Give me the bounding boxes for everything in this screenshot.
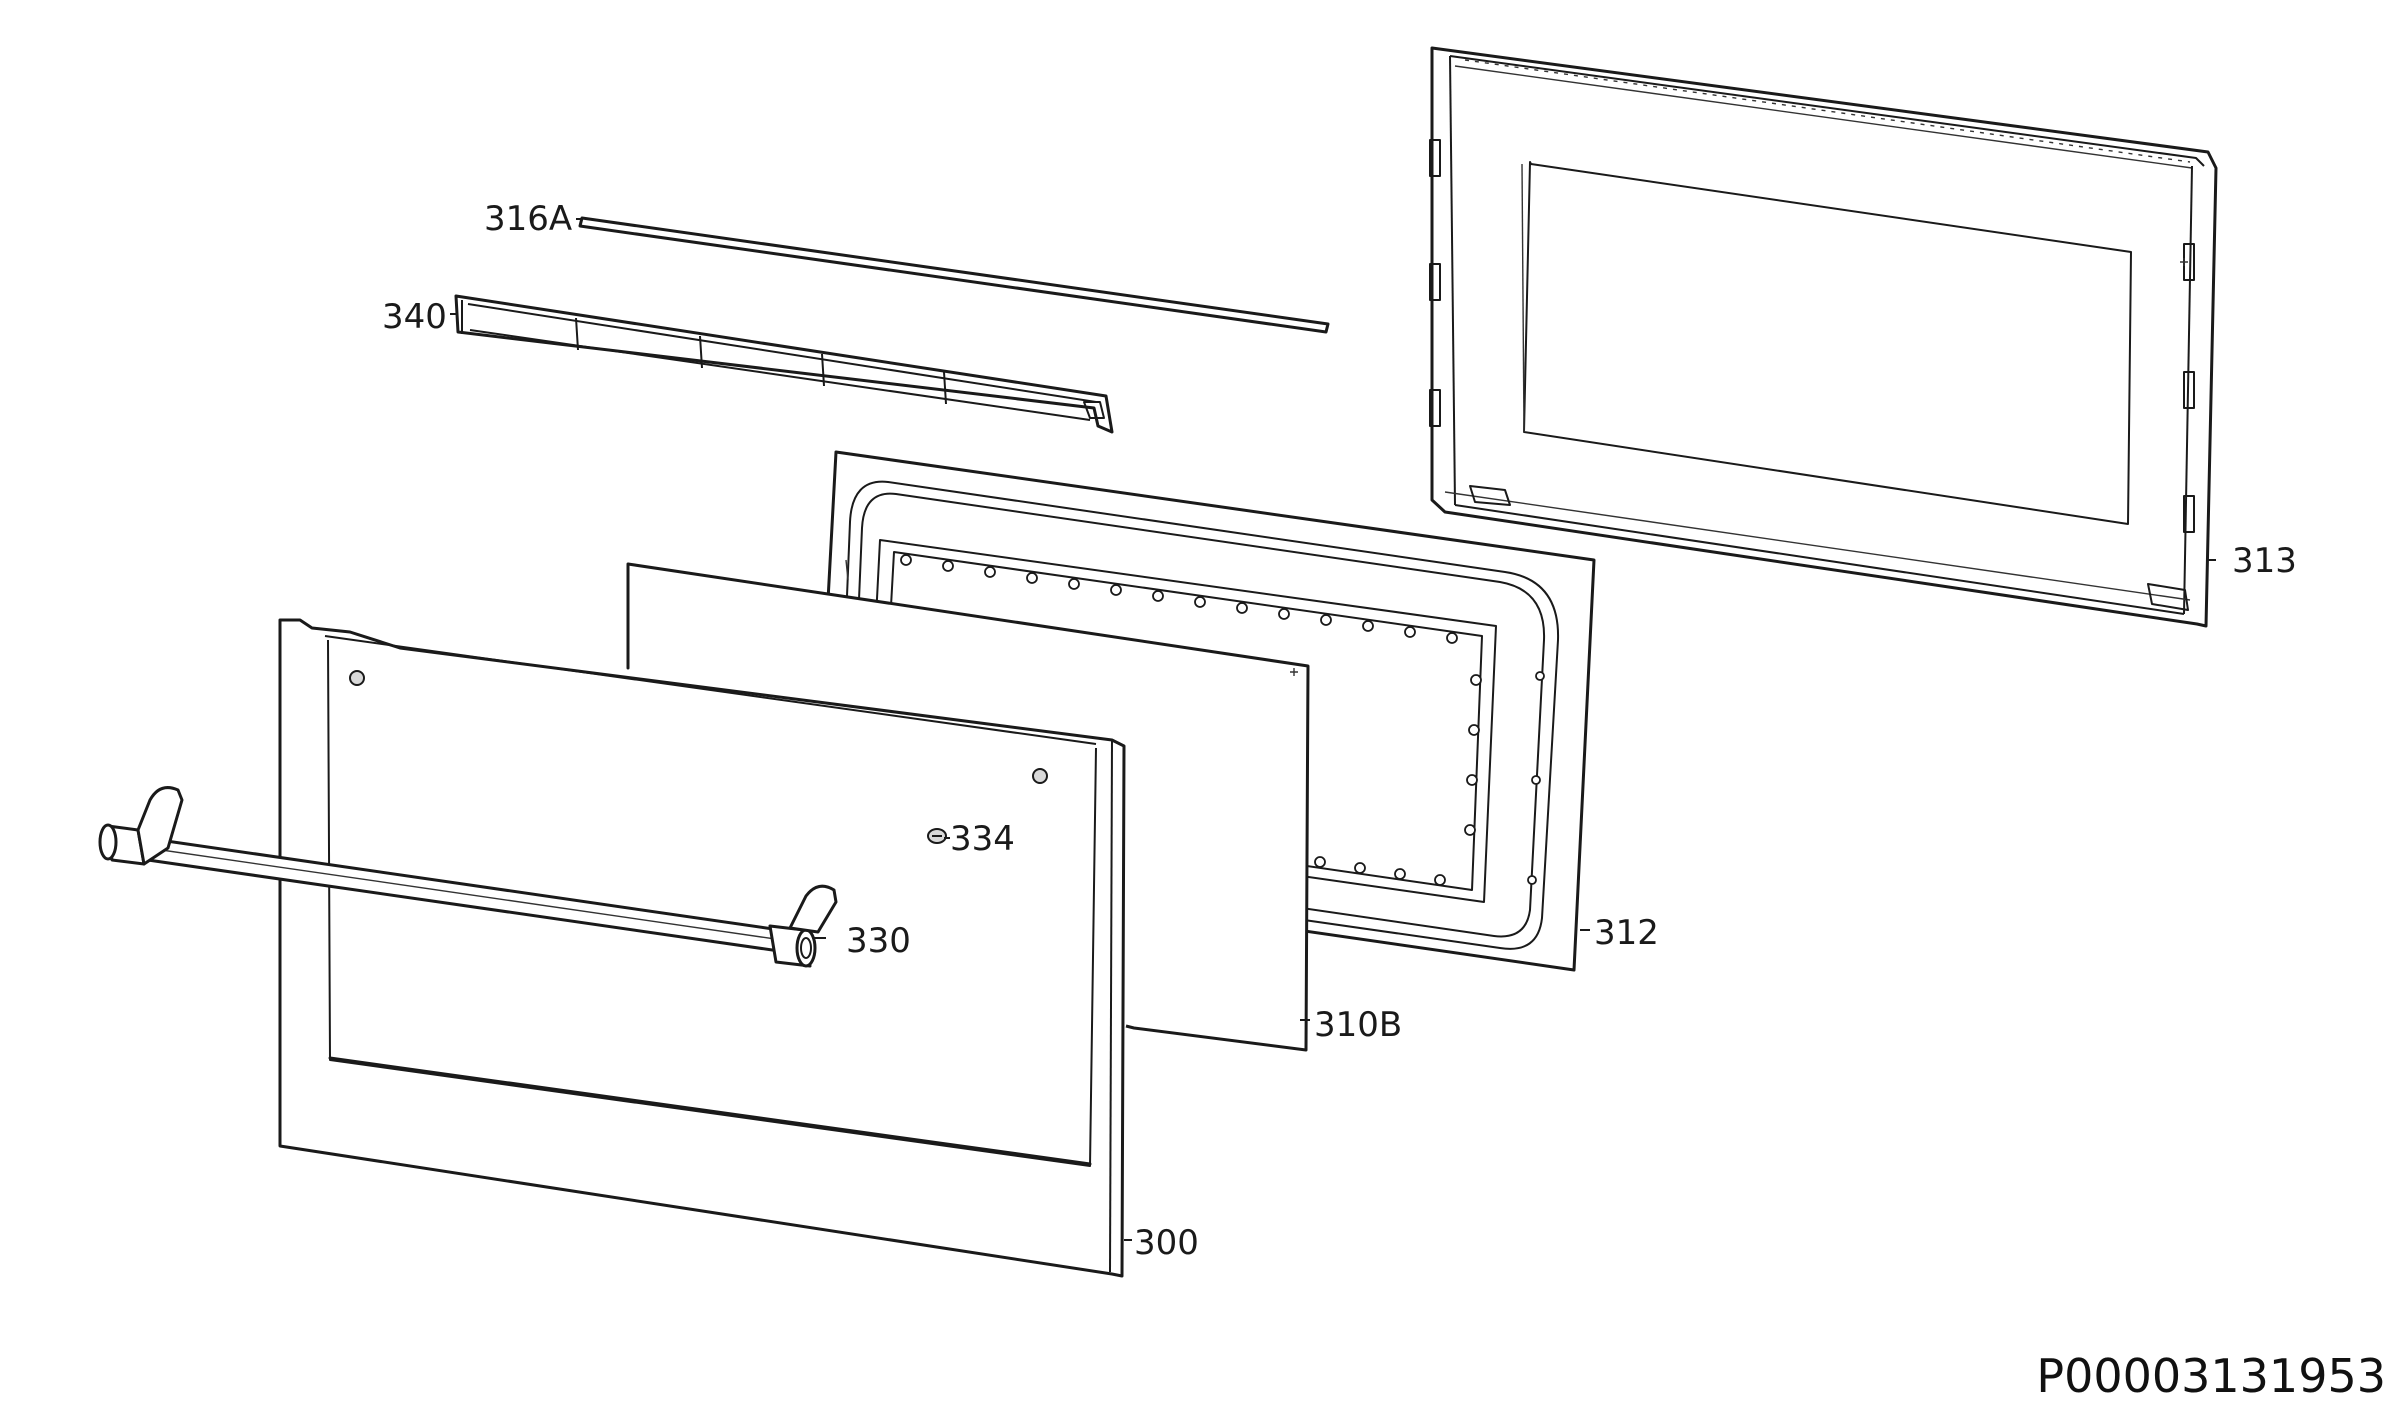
- part-334-screw: [927, 828, 947, 844]
- part-330-handle: [98, 786, 838, 968]
- gasket-holes: [900, 554, 1545, 886]
- document-id: P00003131953: [2036, 1349, 2386, 1403]
- label-334: 334: [950, 819, 1015, 859]
- part-316a-strip: [578, 216, 1330, 334]
- label-313: 313: [2232, 541, 2297, 581]
- part-313-rear-frame: [1429, 46, 2218, 628]
- label-316a: 316A: [484, 199, 572, 239]
- leader-lines: [450, 218, 2216, 1241]
- label-312: 312: [1594, 913, 1659, 953]
- label-330: 330: [846, 921, 911, 961]
- label-310b: 310B: [1314, 1005, 1402, 1045]
- label-340: 340: [382, 297, 447, 337]
- part-300-outer-door: [278, 618, 1126, 1278]
- label-300: 300: [1134, 1223, 1199, 1263]
- part-340-deflector: [454, 294, 1114, 434]
